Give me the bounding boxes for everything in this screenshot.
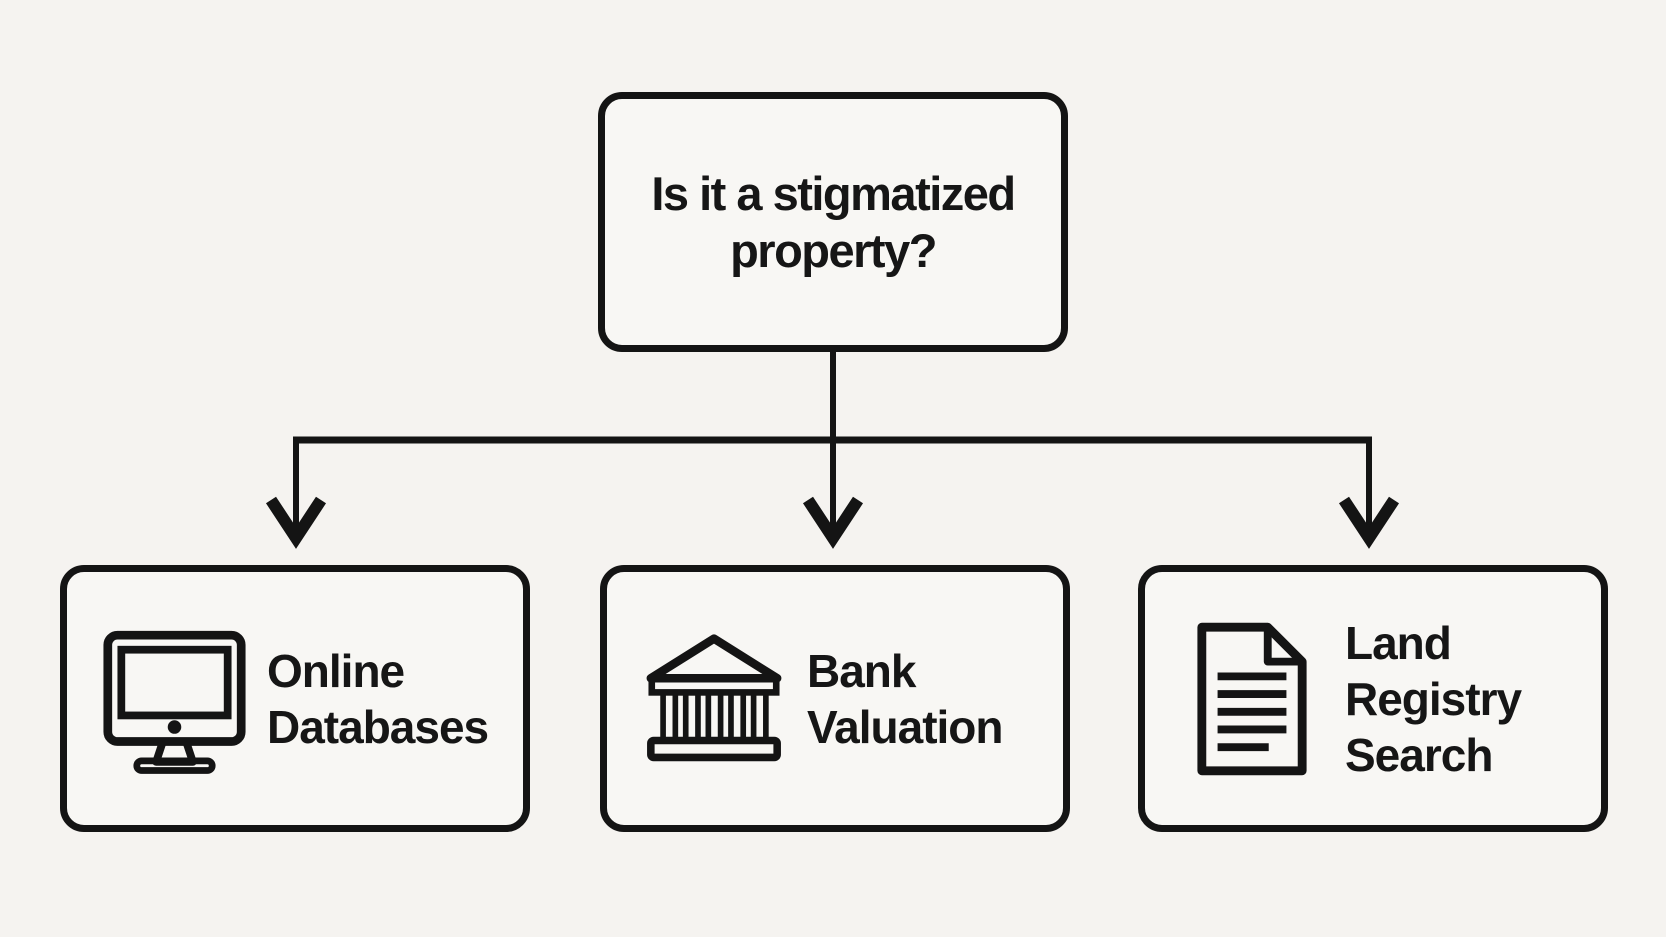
decision-label-line-1: Is it a stigmatized bbox=[651, 167, 1016, 220]
node-label-bank-valuation: Bank Valuation bbox=[807, 643, 1003, 755]
node-label-online-databases: Online Databases bbox=[267, 643, 489, 755]
decision-node: Is it a stigmatized property? bbox=[598, 92, 1068, 352]
node-land-registry-search: Land Registry Search bbox=[1138, 565, 1608, 832]
decision-node-label: Is it a stigmatized property? bbox=[651, 165, 1016, 279]
bank-icon bbox=[641, 633, 787, 765]
node-bank-valuation: Bank Valuation bbox=[600, 565, 1070, 832]
document-icon bbox=[1179, 619, 1325, 779]
label-line: Search bbox=[1345, 728, 1493, 781]
decision-label-line-2: property? bbox=[730, 224, 937, 277]
label-line: Online bbox=[267, 644, 405, 697]
label-line: Databases bbox=[267, 700, 489, 753]
label-line: Registry bbox=[1345, 672, 1522, 725]
label-line: Land bbox=[1345, 616, 1452, 669]
label-line: Bank bbox=[807, 644, 916, 697]
label-line: Valuation bbox=[807, 700, 1003, 753]
node-label-land-registry-search: Land Registry Search bbox=[1345, 615, 1522, 783]
monitor-icon bbox=[101, 624, 247, 774]
node-online-databases: Online Databases bbox=[60, 565, 530, 832]
